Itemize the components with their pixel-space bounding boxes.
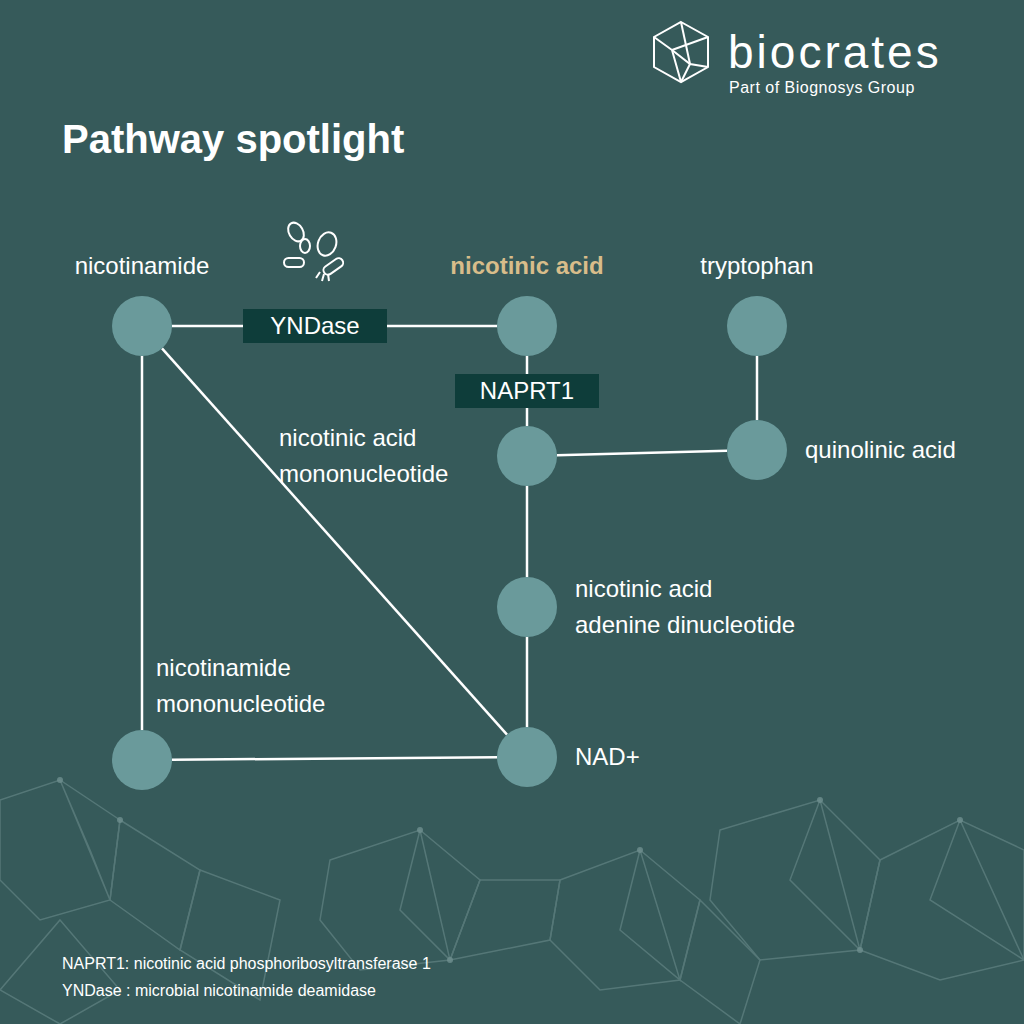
enzyme-label: NAPRT1 — [455, 374, 599, 408]
brand-name: biocrates — [728, 26, 942, 78]
logo-icon — [654, 22, 708, 82]
connector — [526, 637, 529, 727]
node-label: nicotinic acid mononucleotide — [279, 420, 479, 492]
pathway-node: quinolinic acid — [727, 420, 787, 480]
enzyme-label: YNDase — [243, 309, 387, 343]
connector — [141, 356, 144, 730]
node-label: nicotinic acid — [450, 248, 603, 284]
polyhedron-mesh — [0, 780, 1024, 1024]
connector — [756, 356, 759, 420]
connector — [172, 757, 497, 760]
brand-tagline: Part of Biognosys Group — [729, 78, 915, 98]
connector — [557, 451, 727, 455]
pathway-node: nicotinamide — [112, 296, 172, 356]
pathway-node: nicotinic acid adenine dinucleotide — [497, 577, 557, 637]
node-label: nicotinamide mononucleotide — [156, 650, 356, 722]
pathway-node: nicotinic acid mononucleotide — [497, 426, 557, 486]
pathway-node: nicotinic acid — [497, 296, 557, 356]
node-label: tryptophan — [700, 248, 813, 284]
title: Pathway spotlight — [62, 114, 404, 164]
connector — [526, 486, 529, 577]
node-label: nicotinic acid adenine dinucleotide — [575, 571, 800, 643]
footnote: NAPRT1: nicotinic acid phosphoribosyltra… — [62, 953, 431, 975]
microbe-icon — [284, 220, 345, 281]
pathway-node: NAD+ — [497, 727, 557, 787]
footnote: YNDase : microbial nicotinamide deamidas… — [62, 980, 376, 1002]
pathway-node: tryptophan — [727, 296, 787, 356]
pathway-node: nicotinamide mononucleotide — [112, 730, 172, 790]
node-label: quinolinic acid — [805, 432, 956, 468]
node-label: nicotinamide — [75, 248, 210, 284]
node-label: NAD+ — [575, 739, 640, 775]
